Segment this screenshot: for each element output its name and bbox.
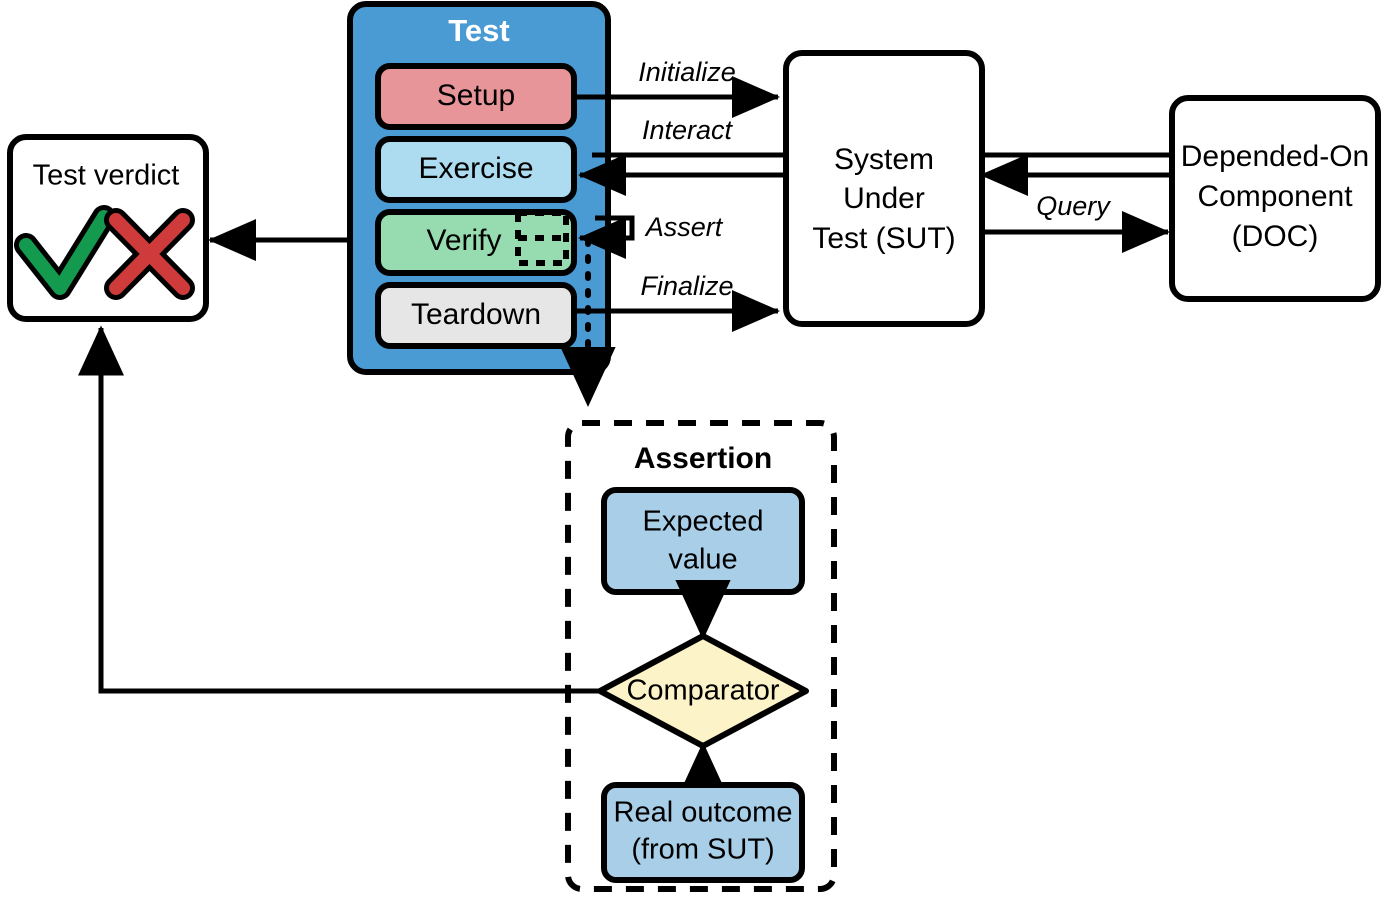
sut-label-line2: Under <box>843 182 925 215</box>
edge-initialize-label: Initialize <box>638 57 736 87</box>
doc-label-line2: Component <box>1197 180 1353 213</box>
phase-teardown-box[interactable] <box>375 282 577 349</box>
edge-comparator-to-verdict <box>78 325 606 694</box>
real-outcome-box <box>601 782 805 883</box>
assertion-title: Assertion <box>634 442 772 475</box>
phase-verify-label: Verify <box>426 224 501 257</box>
phase-verify-box[interactable] <box>375 209 577 276</box>
test-verdict-label: Test verdict <box>33 160 180 192</box>
expected-value-line2: value <box>668 544 737 576</box>
phase-setup-label: Setup <box>437 79 515 112</box>
assertion-container <box>565 420 837 892</box>
doc-label-line1: Depended-On <box>1181 140 1369 173</box>
real-outcome-line2: (from SUT) <box>631 834 774 866</box>
edge-interact <box>577 152 789 196</box>
edge-assert-label: Assert <box>644 212 724 242</box>
doc-label-line3: (DOC) <box>1232 220 1319 253</box>
phase-exercise-box[interactable] <box>375 136 577 203</box>
check-mark-icon <box>14 205 116 300</box>
cross-mark-icon <box>104 208 195 300</box>
assertion-placeholder-icon <box>515 210 569 266</box>
edge-doc-response <box>979 152 1172 196</box>
phase-teardown-label: Teardown <box>411 298 541 331</box>
edge-query-label: Query <box>1036 191 1111 221</box>
doc-box <box>1169 95 1381 302</box>
sut-label-line1: System <box>834 143 934 176</box>
sut-label-line3: Test (SUT) <box>812 222 955 255</box>
edge-interact-label: Interact <box>642 115 734 145</box>
edge-finalize-label: Finalize <box>640 271 733 301</box>
comparator-label: Comparator <box>626 675 779 707</box>
phase-exercise-label: Exercise <box>418 152 533 185</box>
real-outcome-line1: Real outcome <box>614 797 793 829</box>
test-title: Test <box>448 13 509 48</box>
expected-value-line1: Expected <box>643 506 764 538</box>
